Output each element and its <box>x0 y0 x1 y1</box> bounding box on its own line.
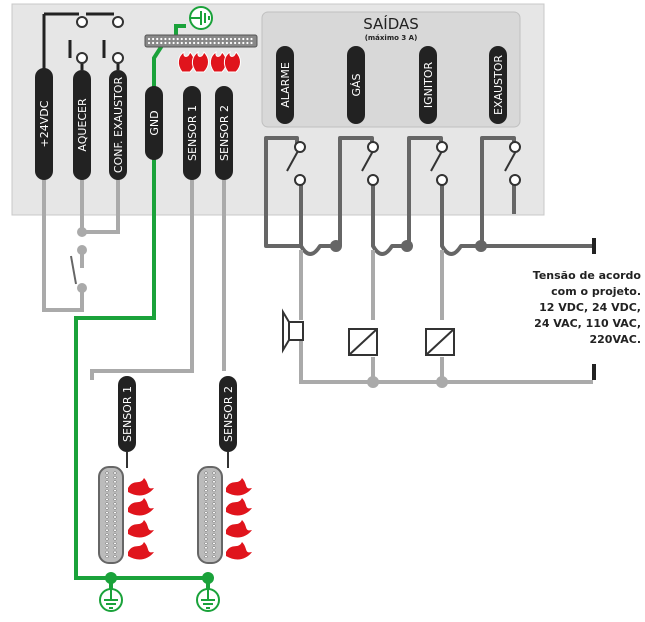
label-aquecer: AQUECER <box>76 98 89 152</box>
supply-voltage-note: Tensão de acordo com o projeto. 12 VDC, … <box>521 268 641 348</box>
input-wiring <box>42 180 226 380</box>
probe-label-2: SENSOR 2 <box>222 386 235 442</box>
label-sensor-2: SENSOR 2 <box>218 105 231 161</box>
label-ignitor: IGNITOR <box>422 62 435 109</box>
input-switch <box>70 227 87 293</box>
label-conf-exaustor: CONF. EXAUSTOR <box>112 77 125 174</box>
bus-junctions <box>330 240 487 252</box>
probe-holes-2 <box>204 471 216 559</box>
flame-icons-probe-2 <box>226 478 252 560</box>
label-24vdc: +24VDC <box>38 100 51 147</box>
outputs-title: SAÍDAS <box>363 14 419 33</box>
supply-terminal-top <box>592 238 596 254</box>
input-terminal-pins <box>42 12 124 70</box>
flame-icons-top <box>177 50 241 73</box>
return-junctions <box>367 376 448 388</box>
outputs-box <box>261 11 521 128</box>
alarm-horn-icon <box>282 308 304 354</box>
probe-holes-1 <box>105 471 117 559</box>
note-line-1: Tensão de acordo <box>532 269 641 282</box>
connector-holes <box>147 37 253 45</box>
sensor-connector-strip <box>144 34 258 48</box>
output-labels: ALARME GÁS IGNITOR EXAUSTOR <box>276 46 507 124</box>
label-sensor-1: SENSOR 1 <box>186 105 199 161</box>
load-wiring <box>299 250 593 384</box>
ground-junctions <box>105 572 214 584</box>
relay-contacts <box>286 150 517 172</box>
supply-terminal-bottom <box>592 364 596 380</box>
ground-icon-bottom-1 <box>99 588 123 612</box>
label-alarme: ALARME <box>279 62 292 108</box>
ground-icon-bottom-2 <box>196 588 220 612</box>
coil-icons <box>348 328 455 356</box>
label-gnd: GND <box>148 110 161 135</box>
relay-terminals <box>294 141 521 186</box>
note-line-5: 220VAC. <box>589 333 642 346</box>
note-line-3: 12 VDC, 24 VDC, <box>539 301 641 314</box>
label-exaustor: EXAUSTOR <box>492 55 505 115</box>
probe-sensor-2: SENSOR 2 <box>197 376 237 564</box>
ground-icon-top <box>189 6 213 30</box>
label-gas: GÁS <box>350 73 363 96</box>
note-line-4: 24 VAC, 110 VAC, <box>534 317 641 330</box>
input-labels: +24VDC AQUECER CONF. EXAUSTOR GND SENSOR… <box>35 68 233 180</box>
probe-label-1: SENSOR 1 <box>121 386 134 442</box>
flame-icons-probe-1 <box>128 478 154 560</box>
probe-sensor-1: SENSOR 1 <box>98 376 136 564</box>
note-line-2: com o projeto. <box>551 285 641 298</box>
outputs-subtitle: (máximo 3 A) <box>365 34 418 42</box>
